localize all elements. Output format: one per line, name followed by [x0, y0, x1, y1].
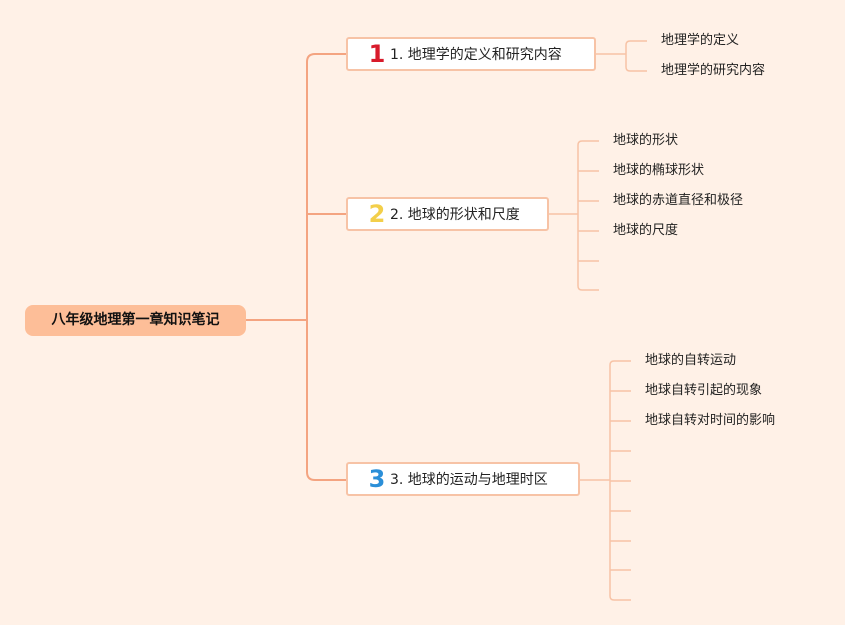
leaf-node[interactable]: 地球的赤道直径和极径 [613, 193, 744, 208]
leaf-connector [609, 360, 631, 366]
branch-node-3[interactable]: 3 3. 地球的运动与地理时区 [346, 462, 580, 496]
branch-node-1[interactable]: 1 1. 地理学的定义和研究内容 [346, 37, 596, 71]
leaf-node[interactable]: 地球自转对时间的影响 [645, 413, 776, 428]
leaf-node[interactable]: 地球自转引起的现象 [645, 383, 763, 398]
leaf-connector [577, 285, 599, 291]
leaf-connector [577, 140, 599, 146]
branch-label: 1. 地理学的定义和研究内容 [390, 47, 562, 63]
number-three-icon: 3 [368, 465, 386, 493]
branch-label: 3. 地球的运动与地理时区 [390, 472, 548, 488]
trunk-to-branch-3 [306, 471, 346, 481]
leaf-connector [609, 595, 631, 601]
root-label: 八年级地理第一章知识笔记 [51, 312, 220, 328]
leaf-connector [625, 54, 647, 72]
leaf-node[interactable]: 地球的自转运动 [645, 353, 737, 368]
number-two-icon: 2 [368, 200, 386, 228]
leaf-node[interactable]: 地球的椭球形状 [613, 163, 705, 178]
leaf-node[interactable]: 地球的形状 [613, 133, 679, 148]
branch-label: 2. 地球的形状和尺度 [390, 207, 520, 223]
leaf-node[interactable]: 地理学的研究内容 [661, 63, 766, 78]
leaf-connector [625, 40, 647, 54]
root-node[interactable]: 八年级地理第一章知识笔记 [25, 305, 246, 336]
branch-node-2[interactable]: 2 2. 地球的形状和尺度 [346, 197, 549, 231]
leaf-node[interactable]: 地理学的定义 [661, 33, 740, 48]
number-one-icon: 1 [368, 40, 386, 68]
trunk-to-branch-1 [306, 53, 346, 63]
leaf-node[interactable]: 地球的尺度 [613, 223, 679, 238]
